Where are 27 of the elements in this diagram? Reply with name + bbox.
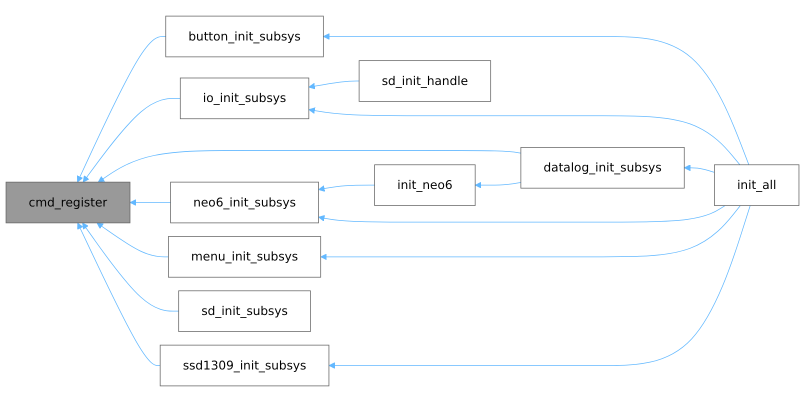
arrow [684,164,715,173]
node-box: sd_init_subsys [178,290,311,332]
node-box: neo6_init_subsys [170,182,319,224]
arrow [320,205,741,260]
arrow [96,222,169,258]
arrow [77,222,161,366]
arrow [98,150,522,182]
arrow [76,36,166,182]
arrow [82,222,180,312]
node-box: cmd_register [6,182,130,224]
node-box: sd_init_handle [358,60,492,102]
node-box: datalog_init_subsys [520,147,685,189]
node-box: io_init_subsys [180,78,310,120]
arrow [308,107,740,166]
arrow [82,98,181,182]
node-box: init_all [714,164,800,206]
node-box: button_init_subsys [165,16,324,58]
arrow [474,182,522,188]
arrow [323,33,750,166]
node-box: init_neo6 [374,164,476,206]
node-box: ssd1309_init_subsys [160,344,330,386]
arrow [328,205,751,369]
arrow [308,80,360,90]
arrow [130,199,171,206]
arrow [318,184,375,192]
arrow [318,205,726,222]
node-box: menu_init_subsys [168,236,322,278]
